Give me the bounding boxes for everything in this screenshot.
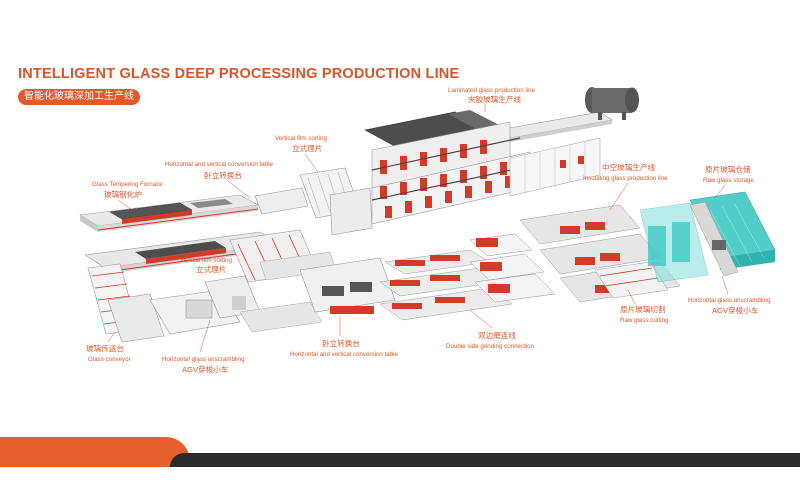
label-cutting: 原片玻璃切割 Raw glass cutting <box>620 289 669 324</box>
page-subtitle-badge: 智能化玻璃深加工生产线 <box>18 89 140 105</box>
mid-conversion-table <box>299 257 396 314</box>
label-insulating-zh: 中空玻璃生产线 <box>602 162 656 172</box>
label-conversion-mid-en: Horizontal and vertical conversion table <box>290 351 399 358</box>
label-agv-left-en: Horizontal glass unscrambling <box>162 356 245 363</box>
label-vertical-sorting-mid-zh: 立式理片 <box>196 264 226 274</box>
label-conveyor-zh: 玻璃传送台 <box>86 343 124 353</box>
label-tempering-zh: 玻璃钢化炉 <box>104 189 142 199</box>
agv-shuttle-right <box>689 201 739 277</box>
laminated-machine-row-2 <box>380 162 507 199</box>
laminated-machine-row-3 <box>385 176 512 218</box>
grinding-row-1 <box>384 233 533 275</box>
label-cutting-zh: 原片玻璃切割 <box>620 304 666 314</box>
label-raw-storage-zh: 原片玻璃仓储 <box>705 164 751 174</box>
label-grinding-en: Double side grinding connection <box>446 343 535 350</box>
label-conversion-top: Horizontal and vertical conversion table… <box>165 161 274 199</box>
label-grinding-zh: 双边磨连线 <box>478 330 516 340</box>
page-title: INTELLIGENT GLASS DEEP PROCESSING PRODUC… <box>18 66 460 82</box>
raw-glass-cutting <box>594 261 669 299</box>
label-conversion-top-zh: 卧立转换台 <box>204 170 242 180</box>
footer-orange-band <box>0 437 190 467</box>
label-laminated-zh: 夹胶玻璃生产线 <box>468 94 522 104</box>
label-conveyor-en: Glass conveyor <box>88 356 131 363</box>
label-insulating-en: Insulating glass production line <box>583 175 668 182</box>
label-vertical-sorting-mid: Vertical film sorting 立式理片 <box>180 257 232 274</box>
label-vertical-sorting-top-zh: 立式理片 <box>292 143 322 153</box>
label-raw-storage-en: Raw glass storage <box>703 177 754 184</box>
grinding-row-2 <box>379 253 545 297</box>
label-conveyor: 玻璃传送台 Glass conveyor <box>86 331 131 363</box>
label-agv-right-en: Horizontal glass unscrambling <box>688 297 771 304</box>
label-agv-left-zh: AGV穿梭小车 <box>182 364 229 374</box>
label-conversion-mid-zh: 卧立转换台 <box>322 338 360 348</box>
label-vertical-sorting-top: Vertical film sorting 立式理片 <box>275 135 327 173</box>
label-tempering: Glass Tempering Furnace 玻璃钢化炉 <box>92 181 163 211</box>
tempering-furnace <box>79 194 259 232</box>
label-agv-left: Horizontal glass unscrambling AGV穿梭小车 <box>162 319 245 374</box>
autoclave-tank <box>585 87 639 120</box>
grinding-row-3 <box>379 273 556 321</box>
footer-dark-band <box>170 453 800 467</box>
label-vertical-sorting-mid-en: Vertical film sorting <box>180 257 232 264</box>
label-laminated: Laminated glass production line 夹胶玻璃生产线 <box>448 87 536 112</box>
label-grinding: 双边磨连线 Double side grinding connection <box>446 309 535 350</box>
label-laminated-en: Laminated glass production line <box>448 87 536 94</box>
label-agv-right-zh: AGV穿梭小车 <box>712 305 759 315</box>
label-agv-right: Horizontal glass unscrambling AGV穿梭小车 <box>688 275 771 315</box>
label-conversion-mid: 卧立转换台 Horizontal and vertical conversion… <box>290 316 399 358</box>
label-insulating: 中空玻璃生产线 Insulating glass production line <box>583 162 668 211</box>
label-conversion-top-en: Horizontal and vertical conversion table <box>165 161 274 168</box>
laminated-line-building <box>364 110 613 225</box>
vertical-sorting-top-rack <box>254 167 373 236</box>
glass-conveyor-table <box>87 263 165 343</box>
label-vertical-sorting-top-en: Vertical film sorting <box>275 135 327 142</box>
label-raw-storage: 原片玻璃仓储 Raw glass storage <box>703 164 754 199</box>
label-tempering-en: Glass Tempering Furnace <box>92 181 163 188</box>
agv-shuttle-left <box>149 275 323 335</box>
label-cutting-en: Raw glass cutting <box>620 317 669 324</box>
